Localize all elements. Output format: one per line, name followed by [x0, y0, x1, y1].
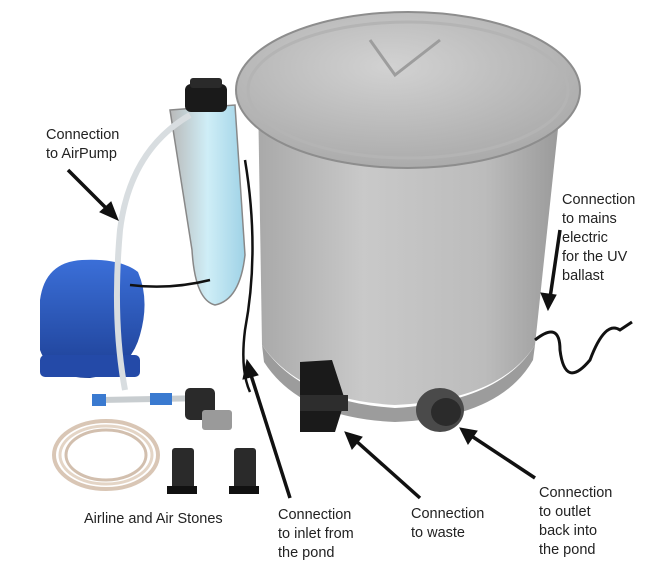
uv-clarifier: [169, 104, 246, 306]
label-inlet-connection: Connection to inlet from the pond: [278, 507, 354, 561]
arrow-waste: [353, 438, 422, 500]
airpump-airline: [113, 112, 192, 391]
label-waste-connection: Connection to waste: [411, 506, 485, 541]
coiled-airline: [52, 419, 160, 491]
air-stone-1: [172, 448, 194, 490]
filter-tank-lid: [235, 11, 581, 169]
label-airline-airstones: Airline and Air Stones: [84, 511, 223, 527]
arrow-mains: [548, 229, 562, 299]
callout-arrows: [66, 168, 562, 500]
label-outlet-connection: Connection to outlet back into the pond: [539, 485, 613, 558]
uv-ballast-cap: [185, 84, 227, 112]
label-mains-connection: Connection to mains electric for the UV …: [562, 192, 636, 284]
filter-tank-body: [258, 95, 560, 405]
arrow-airpump: [66, 168, 112, 214]
air-stone-2: [234, 448, 256, 490]
mains-cable: [534, 320, 633, 375]
label-airpump-connection: Connection to AirPump: [46, 127, 120, 162]
arrow-inlet: [248, 371, 292, 499]
arrow-outlet: [469, 433, 536, 480]
